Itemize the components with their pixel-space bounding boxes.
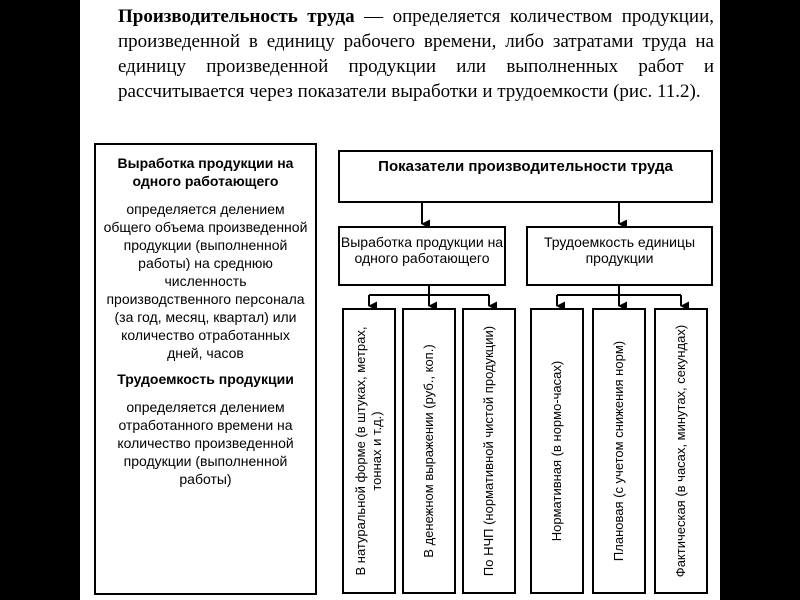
connector-lines <box>368 203 689 311</box>
output-node: Выработка продукции на одного работающег… <box>338 226 506 286</box>
definitions-box: Выработка продукции на одного работающег… <box>94 143 317 595</box>
labor-normative-node: Нормативная (в нормо-часах) <box>530 308 584 594</box>
slide: Производительность труда — определяется … <box>80 0 720 600</box>
labor-actual-node: Фактическая (в часах, минутах, секундах) <box>654 308 708 594</box>
labor-planned-node: Плановая (с учетом снижения норм) <box>592 308 646 594</box>
output-nchp-label: По НЧП (нормативной чистой продукции) <box>481 325 496 577</box>
output-money-label: В денежном выражении (руб., коп.) <box>421 344 436 558</box>
output-natural-node: В натуральной форме (в штуках, метрах, т… <box>342 308 396 594</box>
labor-intensity-node: Трудоемкость единицы продукции <box>526 226 713 286</box>
output-natural-label: В натуральной форме (в штуках, метрах, т… <box>353 326 384 576</box>
output-money-node: В денежном выражении (руб., коп.) <box>402 308 456 594</box>
intro-term: Производительность труда <box>118 6 355 27</box>
labor-actual-label: Фактическая (в часах, минутах, секундах) <box>673 324 688 578</box>
intro-paragraph: Производительность труда — определяется … <box>118 4 714 104</box>
labor-intensity-heading: Трудоемкость продукции <box>117 371 294 387</box>
output-heading: Выработка продукции на одного работающег… <box>117 155 294 189</box>
labor-planned-label: Плановая (с учетом снижения норм) <box>611 340 626 562</box>
labor-normative-label: Нормативная (в нормо-часах) <box>549 360 564 542</box>
labor-intensity-definition: определяется делением отработанного врем… <box>117 399 294 487</box>
output-nchp-node: По НЧП (нормативной чистой продукции) <box>462 308 516 594</box>
intro-definition: — определяется количеством продукции, пр… <box>118 6 714 102</box>
root-node: Показатели производительности труда <box>338 150 713 203</box>
output-definition: определяется делением общего объема прои… <box>103 201 308 361</box>
